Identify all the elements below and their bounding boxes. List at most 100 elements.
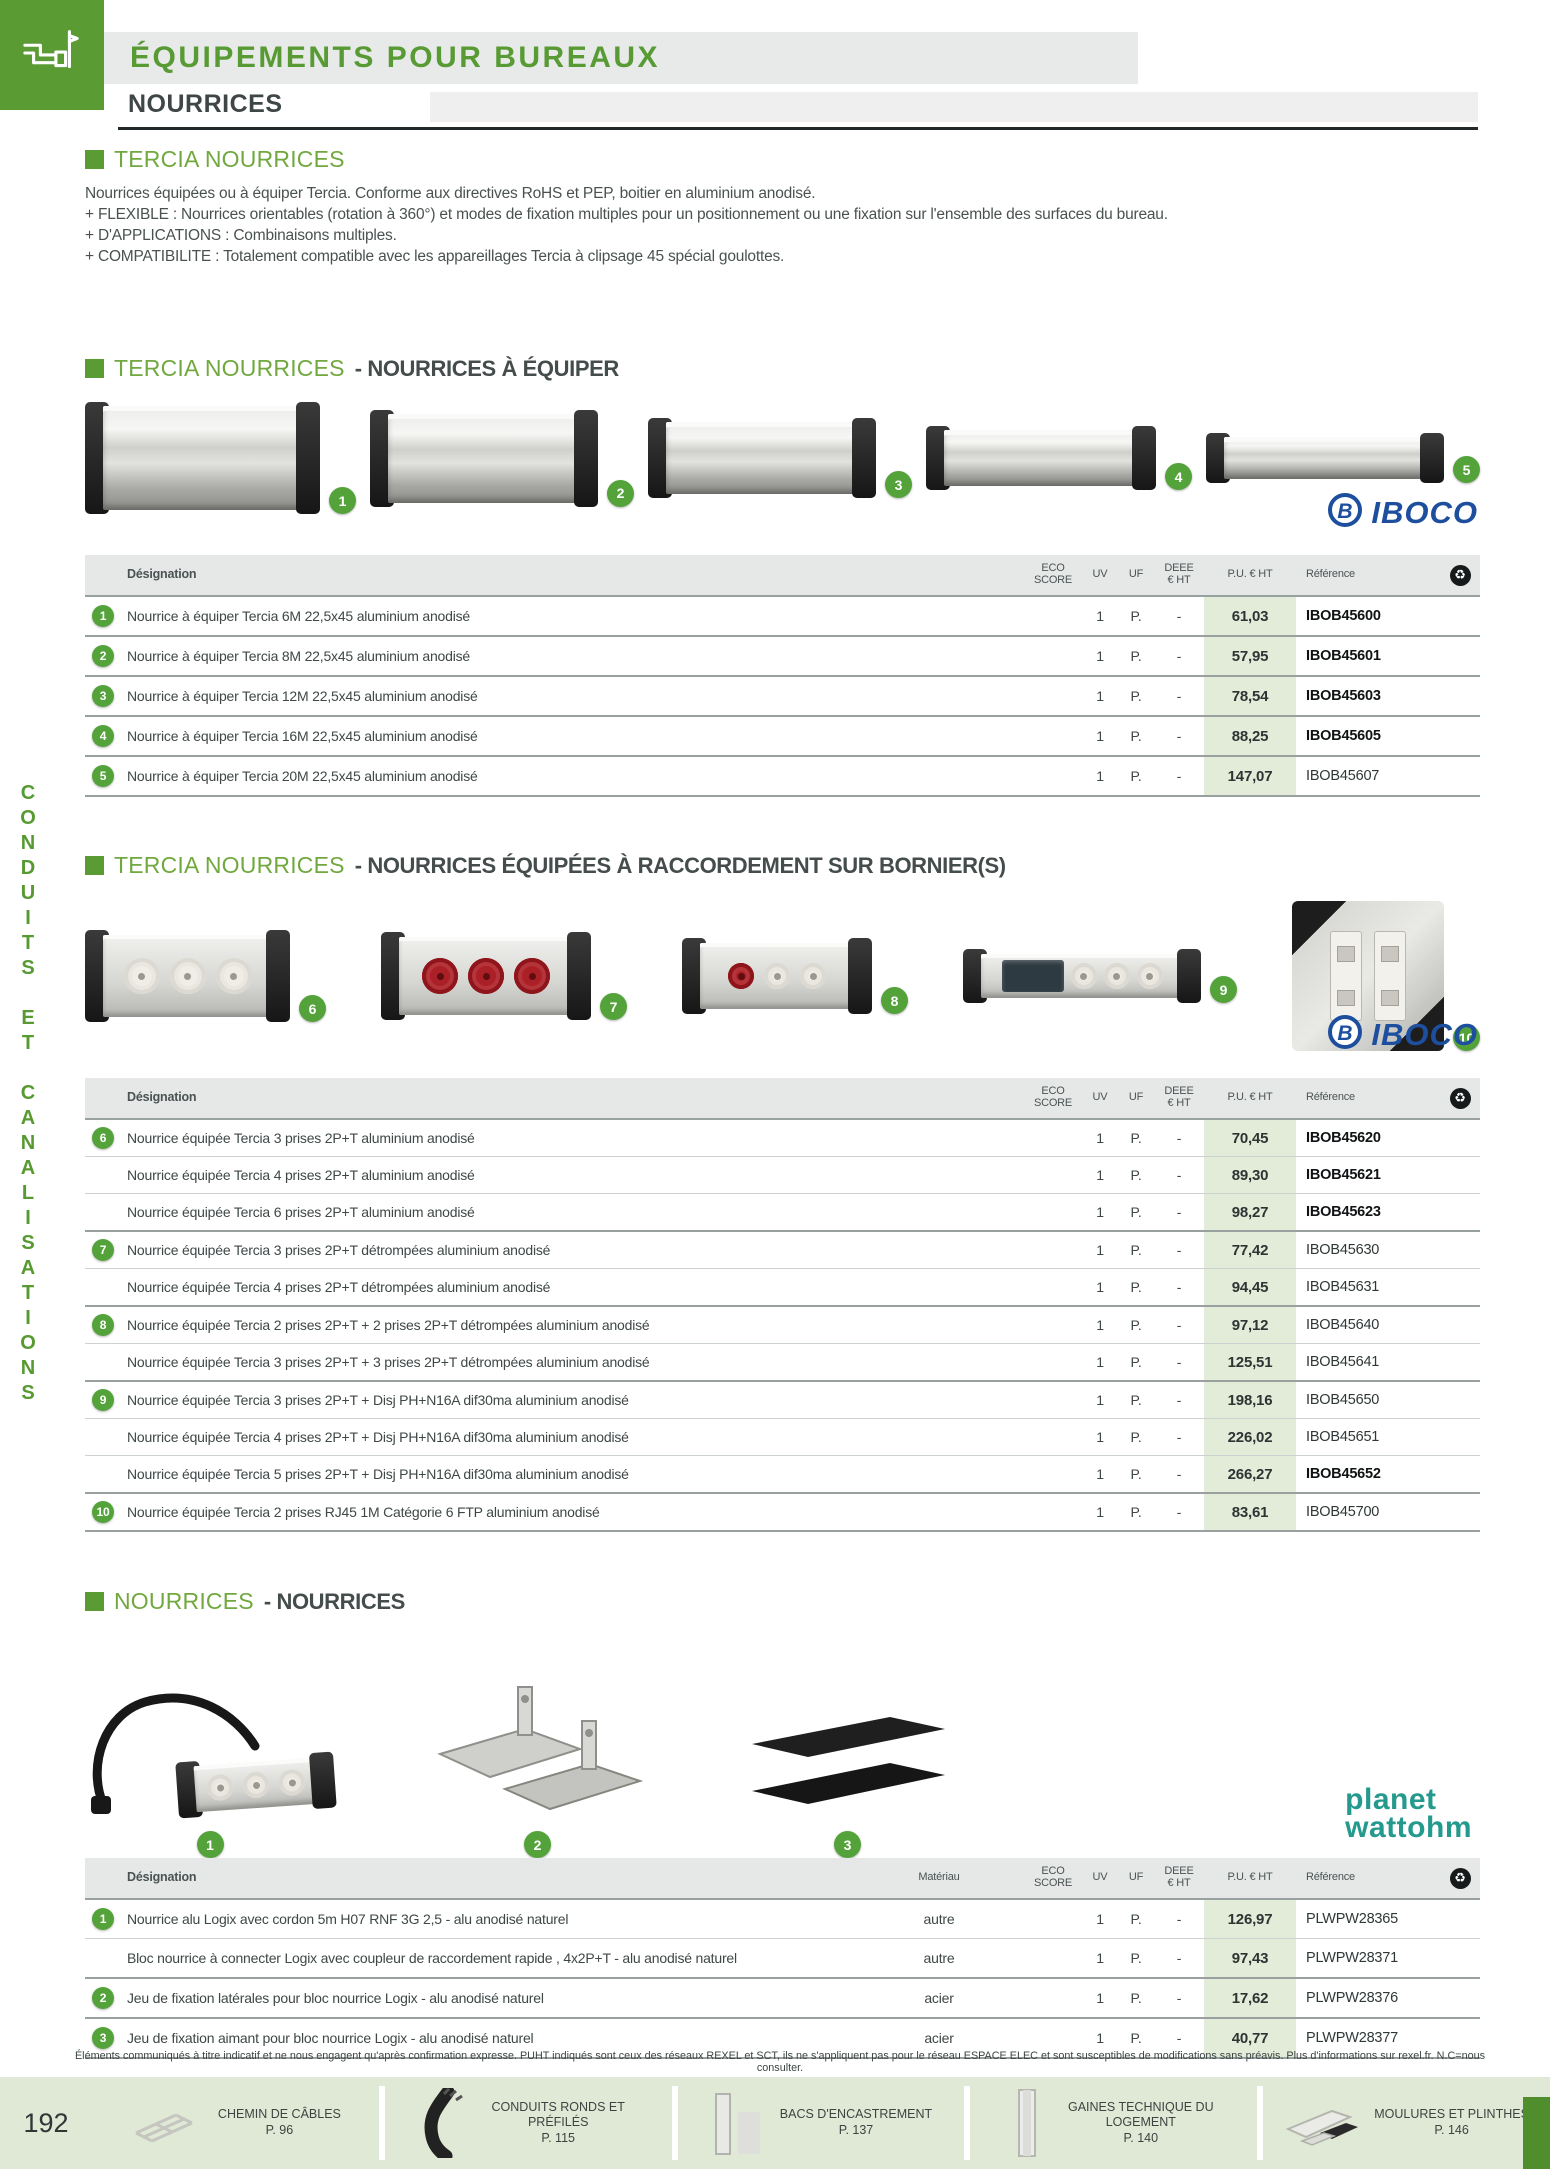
cell-uv: 1 [1096, 1911, 1104, 1927]
cell-uf: P. [1130, 1950, 1142, 1966]
product-number-badge: 1 [196, 1831, 224, 1858]
svg-text:B: B [1338, 500, 1353, 523]
moulding-thumbnail [1285, 2109, 1359, 2146]
cell-row-number: 1 [85, 605, 121, 627]
product-number-badge: 1 [329, 487, 356, 514]
cell-price: 98,27 [1204, 1194, 1296, 1230]
product-number-badge: 3 [885, 471, 912, 498]
cell-materiau: acier [924, 2030, 954, 2046]
magnet-strips-illustration [752, 1717, 945, 1804]
product-number-badge: 2 [607, 479, 634, 507]
intro-description: Nourrices équipées ou à équiper Tercia. … [85, 183, 1480, 267]
cell-designation: Nourrice équipée Tercia 4 prises 2P+T + … [127, 1429, 629, 1445]
cell-uv: 1 [1096, 1990, 1104, 2006]
cell-row-number: 9 [85, 1389, 121, 1411]
cell-designation: Nourrice équipée Tercia 6 prises 2P+T al… [127, 1204, 475, 1220]
cell-price: 40,77 [1204, 2019, 1296, 2057]
product-image-6: 6 [85, 930, 326, 1022]
iboco-icon: B [1327, 492, 1363, 533]
cell-designation: Jeu de fixation latérales pour bloc nour… [127, 1990, 544, 2006]
legal-footnote: Éléments communiqués à titre indicatif e… [74, 2050, 1485, 2074]
cell-reference: IBOB45640 [1306, 1317, 1380, 1333]
row-number-badge: 7 [92, 1239, 114, 1261]
cell-reference: PLWPW28377 [1306, 2030, 1399, 2046]
cell-materiau: autre [923, 1911, 955, 1927]
cell-row-number: 10 [85, 1501, 121, 1523]
col-designation: Désignation [127, 1870, 197, 1885]
cell-uf: P. [1130, 1354, 1142, 1370]
section1-product-images: 1 2 3 4 5 [85, 398, 1490, 518]
planet-wordmark-line1: planet [1345, 1783, 1437, 1816]
product-image-9: 9 [963, 949, 1237, 1003]
intro-heading: TERCIA NOURRICES [114, 146, 345, 172]
cell-reference: IBOB45607 [1306, 768, 1380, 784]
cell-uv: 1 [1096, 1354, 1104, 1370]
cell-uv: 1 [1096, 2030, 1104, 2046]
cell-designation: Nourrice équipée Tercia 3 prises 2P+T dé… [127, 1242, 551, 1258]
footer-item-moulures-plinthes: MOULURES ET PLINTHES P. 146 [1263, 2099, 1550, 2147]
cell-price: 61,03 [1204, 597, 1296, 635]
cell-uv: 1 [1096, 1466, 1104, 1482]
cell-reference: IBOB45600 [1306, 608, 1381, 624]
col-uv: UV [1092, 1871, 1108, 1884]
product-number-badge: 2 [524, 1831, 551, 1858]
cell-reference: IBOB45603 [1306, 688, 1381, 704]
cell-uf: P. [1130, 1279, 1142, 1295]
cell-deee: - [1176, 648, 1182, 664]
cell-uf: P. [1130, 1392, 1142, 1408]
cell-price: 147,07 [1204, 757, 1296, 795]
cell-price: 88,25 [1204, 717, 1296, 755]
cell-uf: P. [1130, 608, 1142, 624]
gtl-thumbnail [1017, 2089, 1036, 2157]
cell-uv: 1 [1096, 1279, 1104, 1295]
footer-separator [378, 2086, 385, 2160]
section3-product-images: 1 2 3 [85, 1630, 1490, 1858]
cell-reference: IBOB45601 [1306, 648, 1381, 664]
sidebar-chapter-label: CONDUITS ET CANALISATIONS [17, 782, 39, 1407]
cell-uv: 1 [1096, 648, 1104, 664]
cell-deee: - [1176, 688, 1182, 704]
row-number-badge: 2 [92, 1987, 114, 2009]
section3-brand: NOURRICES [114, 1588, 254, 1614]
cell-deee: - [1176, 1504, 1182, 1520]
product-number-badge: 4 [1165, 463, 1192, 490]
product-image-7: 7 [381, 932, 627, 1020]
table-row: 2 Jeu de fixation latérales pour bloc nou… [85, 1977, 1480, 2017]
iboco-wordmark: IBOCO [1371, 1016, 1478, 1052]
cell-designation: Nourrice à équiper Tercia 20M 22,5x45 al… [127, 768, 478, 784]
table-row: Bloc nourrice à connecter Logix avec cou… [85, 1938, 1480, 1977]
footer-item-label: CHEMIN DE CÂBLES [217, 2107, 341, 2122]
col-designation: Désignation [127, 567, 197, 582]
cell-deee: - [1176, 1911, 1182, 1927]
cell-reference: IBOB45650 [1306, 1392, 1380, 1408]
product-image-1: 1 [85, 402, 356, 514]
cell-row-number: 6 [85, 1127, 121, 1149]
row-number-badge: 2 [92, 645, 114, 667]
cell-uv: 1 [1096, 768, 1104, 784]
col-reference: Référence [1306, 1871, 1355, 1884]
product-image-8: 8 [682, 938, 908, 1014]
intro-block: TERCIA NOURRICES Nourrices équipées ou à… [85, 146, 1480, 267]
cell-row-number: 2 [85, 1987, 121, 2009]
cell-uf: P. [1130, 688, 1142, 704]
section1-heading: TERCIA NOURRICES - NOURRICES À ÉQUIPER [85, 355, 1480, 382]
col-deee: DEEE€ HT [1164, 1865, 1194, 1889]
cell-uv: 1 [1096, 1204, 1104, 1220]
section3-subtitle: - NOURRICES [263, 1588, 405, 1614]
cell-deee: - [1176, 1392, 1182, 1408]
footer-item-page: P. 96 [265, 2123, 294, 2137]
cell-designation: Nourrice équipée Tercia 2 prises 2P+T + … [127, 1317, 650, 1333]
cell-reference: IBOB45651 [1306, 1429, 1380, 1445]
cell-reference: IBOB45623 [1306, 1204, 1381, 1220]
cell-price: 77,42 [1204, 1232, 1296, 1268]
col-uf: UF [1128, 568, 1144, 581]
